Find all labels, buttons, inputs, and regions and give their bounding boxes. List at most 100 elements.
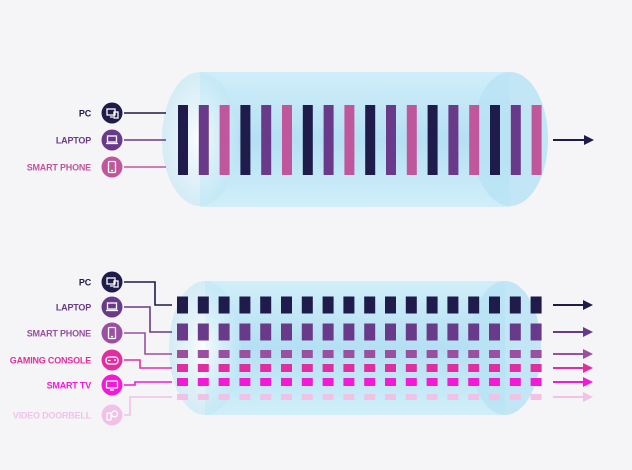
- connector-line: [124, 359, 172, 369]
- packet-block: [322, 323, 334, 341]
- packet-block: [197, 323, 209, 341]
- top-packet-bars: [178, 105, 542, 175]
- lane-arrow-head: [583, 349, 593, 359]
- packet-block: [281, 350, 292, 358]
- packet-bar: [469, 105, 480, 175]
- bottom-device-list: PC LAPTOP SMART PHONE GAMING CONSOLE SMART T…: [10, 271, 172, 426]
- packet-bar: [261, 105, 272, 175]
- packet-block: [530, 323, 542, 341]
- packet-block: [364, 378, 376, 386]
- device-label: SMART TV: [47, 381, 92, 391]
- connector-line: [124, 332, 172, 355]
- packet-block: [385, 296, 396, 314]
- packet-block: [239, 296, 251, 314]
- tv-icon: [105, 380, 119, 391]
- packet-block: [509, 364, 521, 372]
- packet-block: [322, 350, 334, 358]
- packet-bar: [365, 105, 376, 175]
- packet-block: [364, 350, 376, 358]
- packet-block: [218, 323, 230, 341]
- laptop-icon: [106, 302, 118, 312]
- packet-block: [447, 364, 459, 372]
- packet-bar: [386, 105, 396, 175]
- packet-block: [405, 296, 417, 314]
- packet-block: [197, 378, 209, 386]
- packet-block: [322, 296, 334, 314]
- packet-block: [447, 378, 459, 386]
- device-label: SMART PHONE: [27, 329, 91, 339]
- packet-bar: [240, 105, 251, 175]
- packet-block: [260, 350, 272, 358]
- packet-block: [239, 378, 251, 386]
- packet-block: [177, 394, 188, 400]
- packet-block: [468, 364, 480, 372]
- device-badge: [101, 322, 123, 344]
- device-badge: [101, 102, 123, 124]
- packet-block: [489, 394, 500, 400]
- packet-block: [489, 296, 500, 314]
- bottom-device-0: PC: [79, 271, 123, 293]
- device-badge: [101, 271, 123, 293]
- packet-block: [177, 350, 188, 358]
- device-label: VIDEO DOORBELL: [13, 411, 92, 421]
- packet-block: [489, 350, 500, 358]
- packet-block: [489, 364, 500, 372]
- device-badge: [101, 129, 123, 151]
- packet-bar: [448, 105, 459, 175]
- packet-block: [405, 364, 417, 372]
- connector-line: [124, 396, 172, 416]
- packet-block: [301, 350, 313, 358]
- lane-arrow-head: [583, 392, 593, 402]
- device-label: PC: [79, 278, 92, 288]
- packet-block: [530, 378, 542, 386]
- packet-block: [197, 394, 209, 400]
- smartphone-icon: [107, 326, 117, 340]
- packet-block: [281, 394, 292, 400]
- top-device-1: LAPTOP: [56, 129, 166, 151]
- packet-block: [468, 323, 480, 341]
- packet-bar: [344, 105, 355, 175]
- packet-block: [218, 364, 230, 372]
- packet-block: [177, 296, 188, 314]
- packet-block: [301, 364, 313, 372]
- lane-3: [177, 363, 593, 373]
- device-badge: [101, 296, 123, 318]
- packet-block: [301, 323, 313, 341]
- packet-bar: [323, 105, 334, 175]
- lane-arrow-head: [583, 300, 593, 310]
- packet-block: [426, 364, 438, 372]
- monitor-icon: [106, 277, 119, 288]
- packet-block: [364, 364, 376, 372]
- packet-block: [426, 394, 438, 400]
- packet-block: [239, 323, 251, 341]
- device-label: GAMING CONSOLE: [10, 356, 91, 366]
- lane-arrow-head: [583, 363, 593, 373]
- bottom-device-1: LAPTOP: [56, 296, 123, 318]
- connector-line: [124, 381, 172, 386]
- packet-block: [530, 364, 542, 372]
- packet-block: [343, 378, 355, 386]
- packet-block: [447, 296, 459, 314]
- top-device-2: SMART PHONE: [27, 156, 166, 178]
- packet-block: [468, 350, 480, 358]
- packet-bar: [178, 105, 188, 175]
- packet-block: [343, 394, 355, 400]
- packet-block: [468, 296, 480, 314]
- lane-0: [177, 296, 593, 314]
- packet-block: [426, 323, 438, 341]
- packet-bar: [531, 105, 542, 175]
- packet-block: [509, 350, 521, 358]
- lane-5: [177, 392, 593, 402]
- connector-line: [124, 306, 172, 333]
- packet-block: [343, 350, 355, 358]
- packet-block: [239, 394, 251, 400]
- packet-block: [239, 364, 251, 372]
- packet-block: [509, 323, 521, 341]
- packet-block: [343, 364, 355, 372]
- packet-block: [239, 350, 251, 358]
- device-label: LAPTOP: [56, 303, 91, 313]
- device-label: LAPTOP: [56, 136, 91, 146]
